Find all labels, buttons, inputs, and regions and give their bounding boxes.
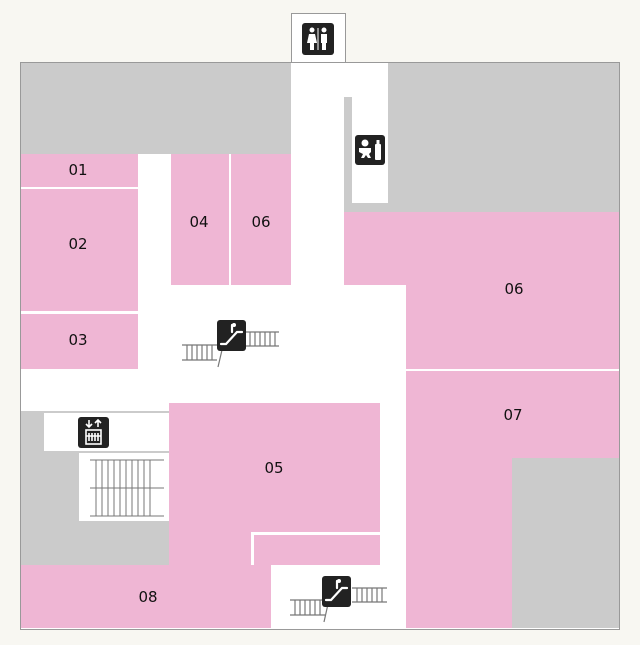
store-06-small[interactable]: [231, 154, 291, 285]
service-area: [512, 458, 619, 628]
unit-label: 05: [264, 459, 284, 477]
unit-label: 07: [503, 406, 523, 424]
store-07-part[interactable]: [406, 458, 512, 628]
service-area: [388, 63, 619, 212]
escalator-icon[interactable]: [322, 576, 351, 607]
restroom-icon[interactable]: [302, 23, 334, 55]
store-05-part[interactable]: [169, 532, 251, 565]
store-08[interactable]: [21, 565, 271, 628]
unit-label: 06: [504, 280, 524, 298]
escalator-steps: [182, 331, 279, 368]
unit-label: 02: [68, 235, 88, 253]
store-01[interactable]: [21, 154, 138, 187]
stairs: [90, 459, 164, 517]
store-04[interactable]: [171, 154, 229, 285]
unit-label: 08: [138, 588, 158, 606]
escalator-steps: [290, 587, 387, 623]
baby-care-icon[interactable]: [355, 135, 385, 165]
elevator-icon[interactable]: [78, 417, 109, 448]
store-05-annex[interactable]: [254, 535, 380, 565]
store-06-large[interactable]: [344, 212, 619, 285]
unit-label: 01: [68, 161, 88, 179]
store-06-large-part[interactable]: [406, 285, 619, 369]
unit-label: 06: [251, 213, 271, 231]
store-05[interactable]: [169, 403, 380, 532]
stairwell: [79, 453, 169, 521]
escalator-icon[interactable]: [217, 320, 246, 351]
store-02[interactable]: [21, 189, 138, 311]
store-07[interactable]: [406, 371, 619, 458]
unit-label: 04: [189, 213, 209, 231]
unit-label: 03: [68, 331, 88, 349]
store-03[interactable]: [21, 314, 138, 369]
service-area: [21, 63, 291, 154]
